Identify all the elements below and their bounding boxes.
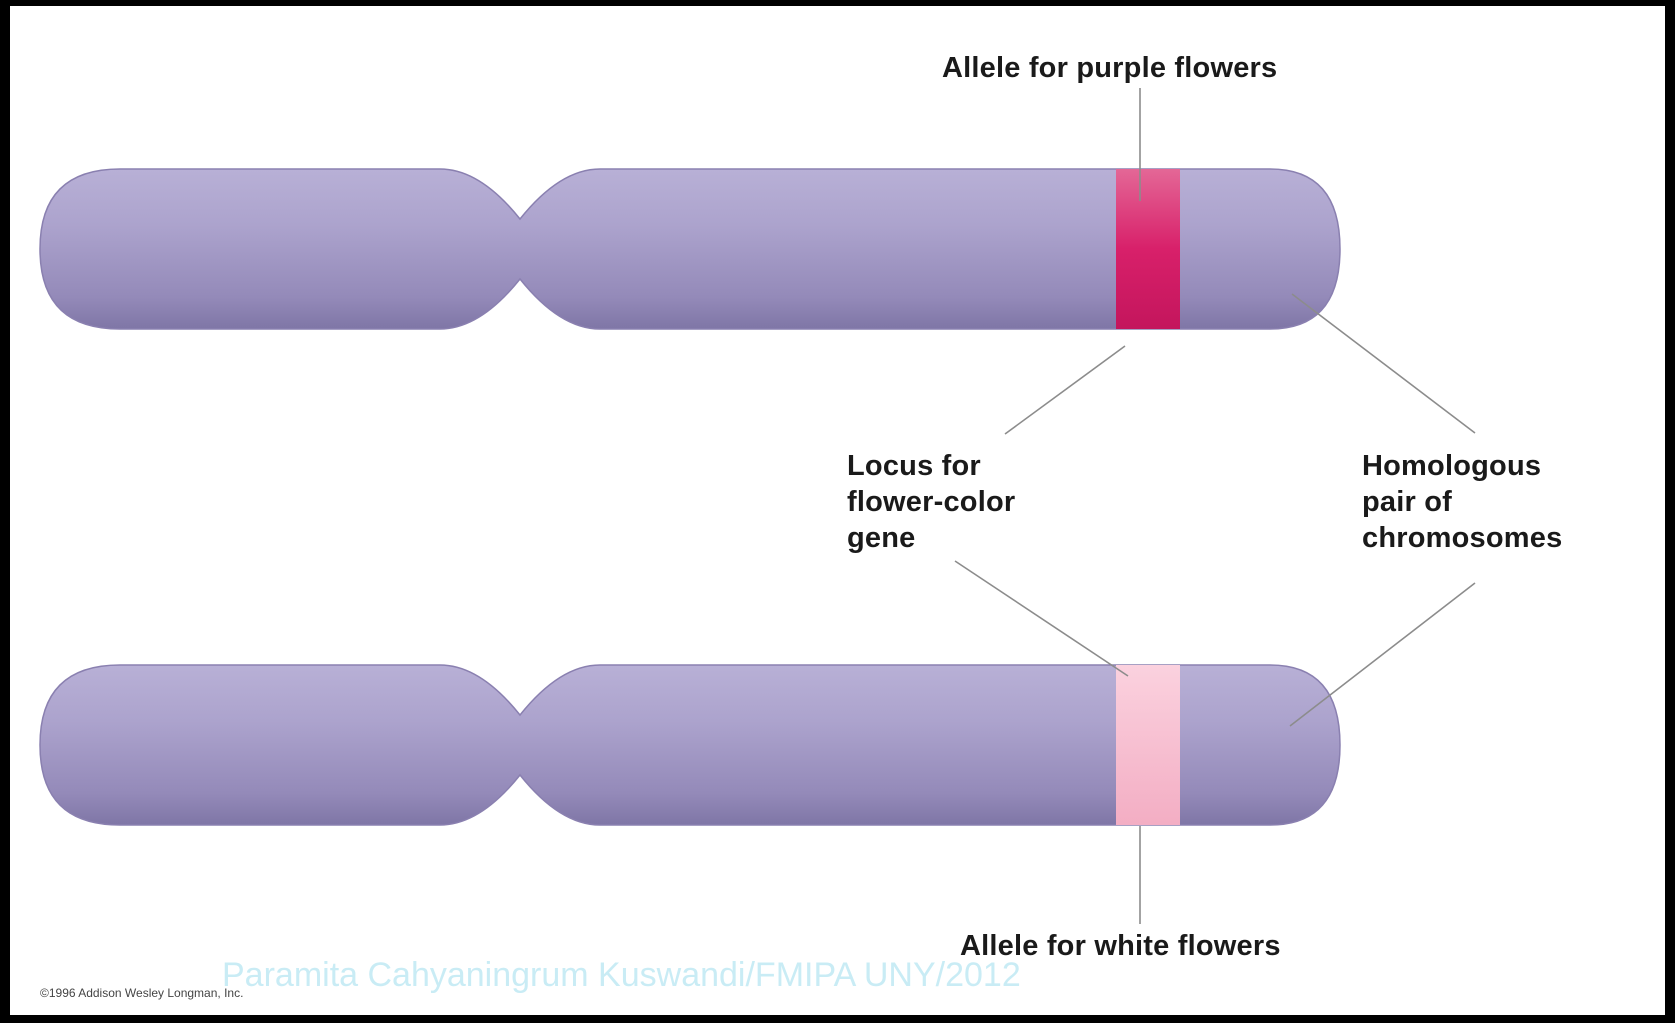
label-homologous-line-2: pair of: [1362, 484, 1562, 520]
chromosome-bottom: [40, 662, 1340, 828]
diagram-canvas: Allele for purple flowers Locus for flow…: [10, 6, 1665, 1015]
leader-line-locus-bottom: [955, 561, 1128, 676]
leader-line-homologous-bottom: [1290, 583, 1475, 726]
label-locus-line-1: Locus for: [847, 448, 1015, 484]
label-locus-line-3: gene: [847, 520, 1015, 556]
label-homologous: Homologous pair of chromosomes: [1362, 448, 1562, 556]
leader-line-homologous-top: [1292, 294, 1475, 433]
label-locus-line-2: flower-color: [847, 484, 1015, 520]
copyright-notice: ©1996 Addison Wesley Longman, Inc.: [40, 986, 243, 1000]
label-allele-purple: Allele for purple flowers: [942, 50, 1277, 86]
label-homologous-line-3: chromosomes: [1362, 520, 1562, 556]
chromosome-top: [40, 166, 1340, 332]
label-homologous-line-1: Homologous: [1362, 448, 1562, 484]
label-locus: Locus for flower-color gene: [847, 448, 1015, 556]
watermark-text: Paramita Cahyaningrum Kuswandi/FMIPA UNY…: [222, 956, 1021, 995]
purple-allele-band: [1116, 166, 1180, 332]
leader-line-locus-top: [1005, 346, 1125, 434]
white-allele-band: [1116, 662, 1180, 828]
